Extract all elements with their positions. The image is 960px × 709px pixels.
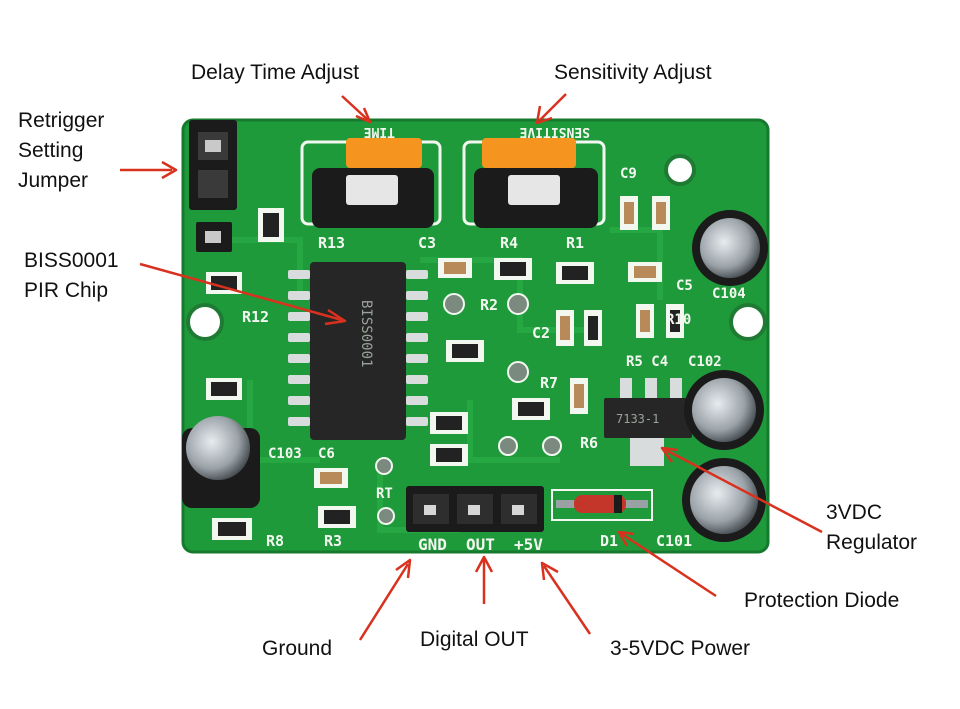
- sensitivity-pot: SENSITIVE R4 R1: [462, 124, 606, 252]
- silk-gnd: GND: [418, 535, 447, 554]
- chip-pin: [288, 354, 310, 363]
- reg-marking: 7133-1: [616, 412, 659, 426]
- chip-pin: [406, 312, 428, 321]
- silk-r12: R12: [242, 308, 269, 326]
- transistor-pads: [375, 293, 562, 525]
- silk-time: TIME: [364, 124, 395, 139]
- chip-pin: [406, 417, 428, 426]
- silk-out: OUT: [466, 535, 495, 554]
- chip-pin: [288, 396, 310, 405]
- silk-c3: C3: [418, 234, 436, 252]
- silk-r8: R8: [266, 532, 284, 550]
- chip-pin: [406, 396, 428, 405]
- silk-c2: C2: [532, 324, 550, 342]
- silk-r1: R1: [566, 234, 584, 252]
- chip-pin: [406, 375, 428, 384]
- label-digital-out: Digital OUT: [420, 628, 529, 651]
- label-protection-diode: Protection Diode: [744, 589, 900, 612]
- silk-c103: C103: [268, 446, 302, 462]
- silk-sensitive: SENSITIVE: [520, 124, 590, 139]
- mount-hole-right: [729, 303, 767, 341]
- chip-pin: [288, 312, 310, 321]
- chip-pin: [288, 375, 310, 384]
- silk-r4: R4: [500, 234, 518, 252]
- silk-r10: R10: [666, 312, 691, 328]
- silk-5v: +5V: [514, 535, 543, 554]
- silk-r2: R2: [480, 296, 498, 314]
- silk-r13: R13: [318, 234, 345, 252]
- arrow-delay: [341, 95, 372, 124]
- label-regulator: 3VDC Regulator: [826, 501, 918, 554]
- arrow-diode: [617, 530, 717, 598]
- arrow-out: [474, 555, 494, 604]
- silk-rt: RT: [376, 486, 393, 502]
- silk-d1: D1: [600, 532, 618, 550]
- label-ground: Ground: [262, 637, 333, 660]
- label-retrigger-jumper: Retrigger Setting Jumper: [18, 109, 105, 192]
- silk-c104: C104: [712, 286, 746, 302]
- electrolytic-caps: [182, 210, 768, 542]
- biss0001-chip: BISS0001 R12: [242, 262, 428, 440]
- chip-pin: [288, 270, 310, 279]
- label-power: 3-5VDC Power: [610, 637, 751, 660]
- silk-c5: C5: [676, 278, 693, 294]
- chip-pin: [406, 270, 428, 279]
- silk-r5c4: R5 C4: [626, 354, 668, 370]
- arrow-sensitivity: [535, 93, 567, 125]
- regulator-component: 7133-1: [604, 378, 692, 466]
- protection-diode-component: D1 C101: [551, 489, 692, 550]
- arrow-ground: [358, 558, 412, 641]
- chip-pin: [288, 417, 310, 426]
- arrow-power: [540, 561, 592, 635]
- chip-pin: [406, 354, 428, 363]
- chip-pin: [288, 291, 310, 300]
- chip-pin: [406, 291, 428, 300]
- chip-pin: [288, 333, 310, 342]
- silk-c9: C9: [620, 166, 637, 182]
- chip-pin: [406, 333, 428, 342]
- arrow-retrigger: [120, 160, 178, 180]
- silk-c102: C102: [688, 354, 722, 370]
- silk-r6: R6: [580, 434, 598, 452]
- arrow-regulator: [660, 446, 823, 534]
- mount-hole-left: [186, 303, 224, 341]
- silk-c101: C101: [656, 532, 692, 550]
- label-delay-time-adjust: Delay Time Adjust: [191, 61, 360, 84]
- label-sensitivity-adjust: Sensitivity Adjust: [554, 61, 712, 84]
- silk-r3: R3: [324, 532, 342, 550]
- callout-arrows: [120, 93, 823, 641]
- header-pins: GND OUT +5V: [406, 486, 544, 554]
- delay-time-pot: TIME R13 C3: [300, 124, 442, 252]
- arrow-chip: [139, 262, 347, 326]
- smd-components: [206, 196, 684, 540]
- chip-marking: BISS0001: [358, 300, 374, 367]
- silk-r7: R7: [540, 374, 558, 392]
- retrigger-jumper: [189, 120, 237, 252]
- silkscreen-labels: R2 C2 R7 R6 R5 C4 C102 C104 C5 R10 C9 C1…: [266, 166, 746, 550]
- label-pir-chip: BISS0001 PIR Chip: [24, 249, 119, 302]
- silk-c6: C6: [318, 446, 335, 462]
